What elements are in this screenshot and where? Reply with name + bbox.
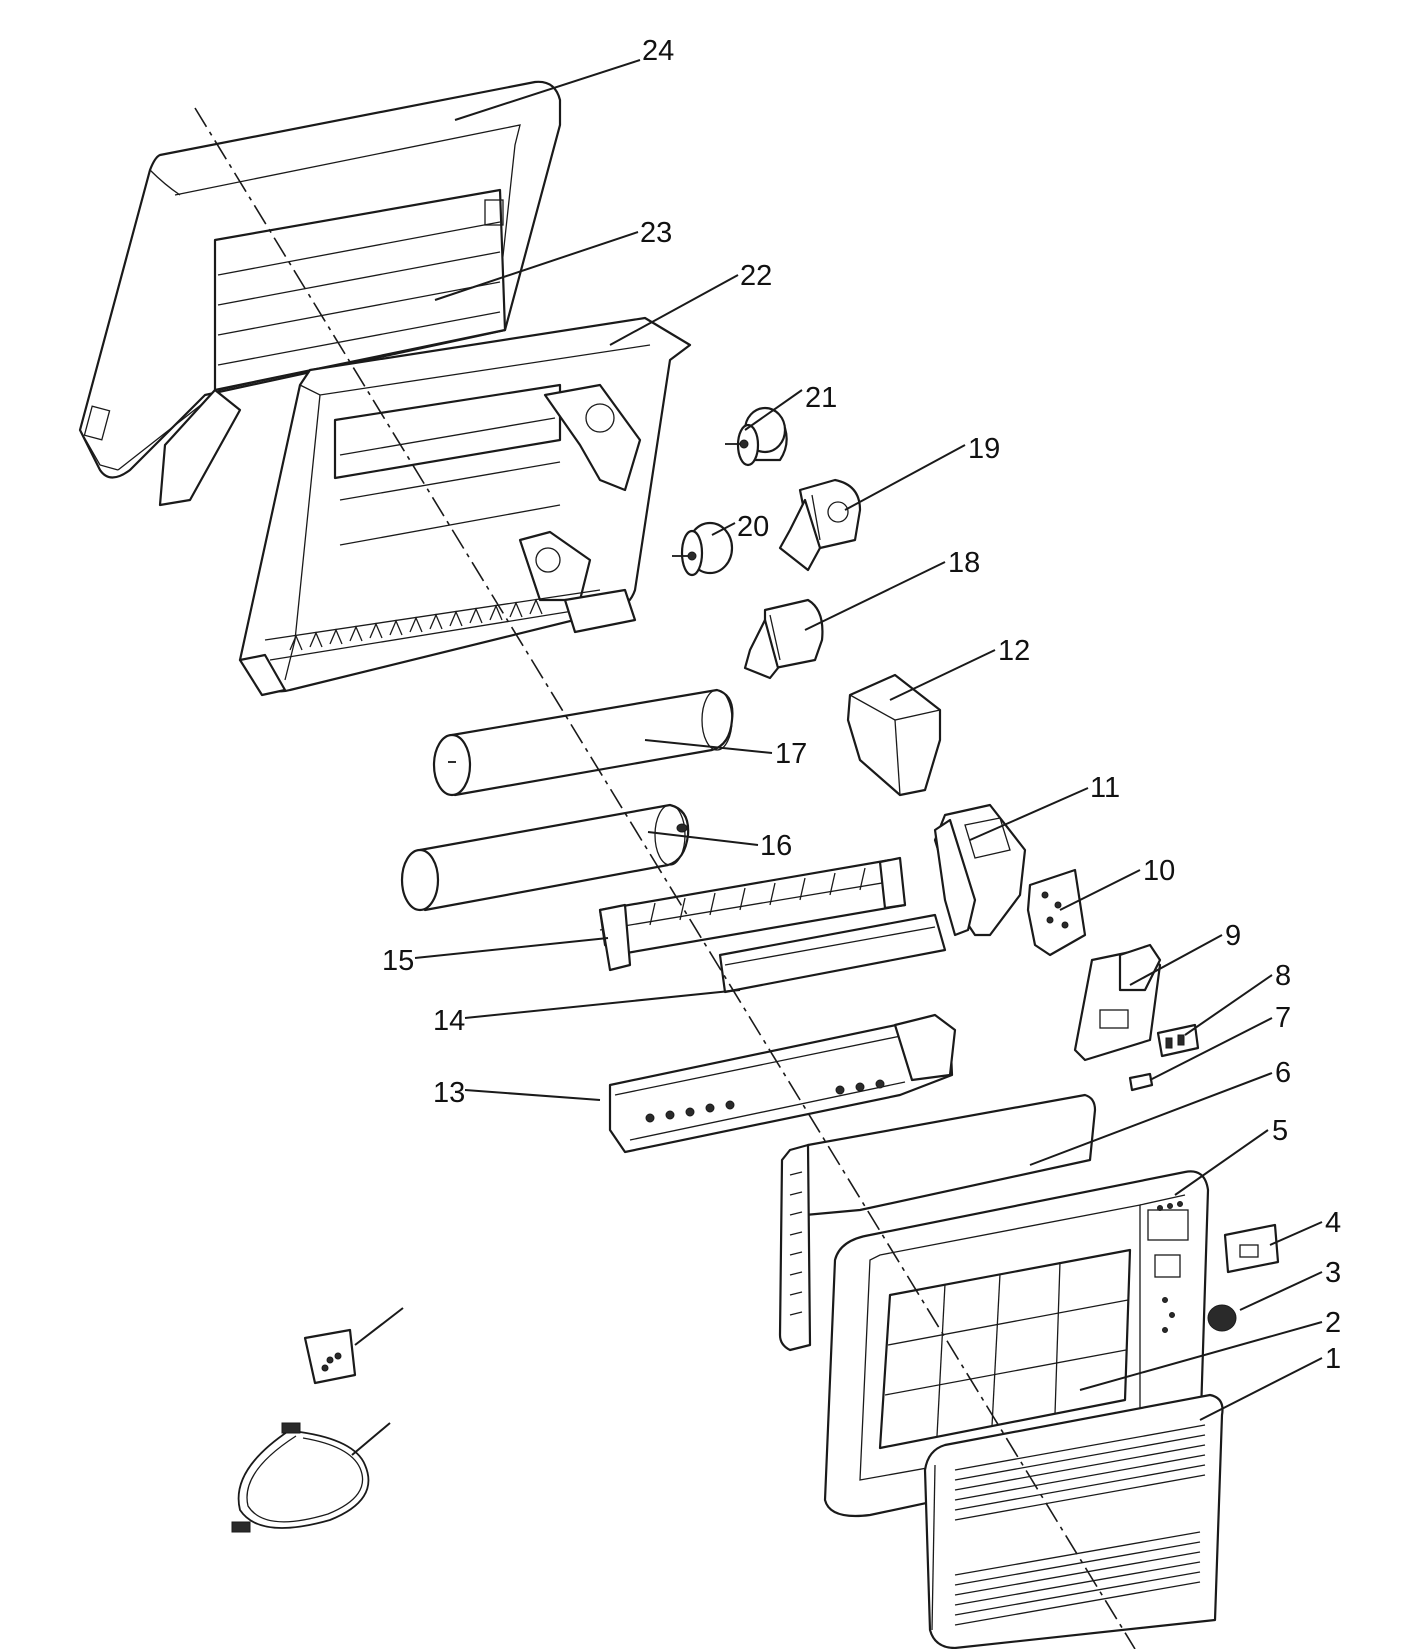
part-3-knob	[1207, 1304, 1237, 1332]
callout-6: 6	[1275, 1057, 1291, 1089]
part-16-fan-rotor	[400, 803, 690, 912]
callout-15: 15	[382, 945, 414, 977]
callout-22: 22	[740, 260, 772, 292]
callout-17: 17	[775, 738, 807, 770]
callout-20: 20	[737, 511, 769, 543]
accessory-bag	[303, 1328, 357, 1385]
part-21-motor	[725, 406, 788, 467]
callout-5: 5	[1272, 1115, 1288, 1147]
part-11-electric-box	[933, 803, 1027, 937]
callout-21: 21	[805, 382, 837, 414]
callout-11: 11	[1090, 772, 1120, 804]
part-15-louver-assembly	[598, 856, 907, 972]
callout-3: 3	[1325, 1257, 1341, 1289]
callout-16: 16	[760, 830, 792, 862]
part-12-box-cover	[846, 673, 942, 797]
callout-4: 4	[1325, 1207, 1341, 1239]
callout-numbers: 24 23 22 21 20 19 18 12 17 16 15 14 13 1…	[382, 35, 1341, 1375]
callout-13: 13	[433, 1077, 465, 1109]
part-2-air-filter	[878, 1248, 1132, 1450]
part-1-front-grille	[923, 1393, 1224, 1649]
callout-8: 8	[1275, 960, 1291, 992]
part-6-side-panel	[778, 1093, 1097, 1352]
part-7-clip	[1128, 1072, 1154, 1092]
part-4-display-label	[1223, 1223, 1280, 1274]
leader-lines	[351, 59, 1323, 1456]
callout-18: 18	[948, 547, 980, 579]
callout-10: 10	[1143, 855, 1175, 887]
callout-2: 2	[1325, 1307, 1341, 1339]
part-19-bracket	[778, 478, 862, 572]
drain-hose	[231, 1422, 370, 1533]
assembly-axis	[194, 107, 1136, 1649]
part-20-motor	[672, 521, 734, 577]
part-9-terminal-bracket	[1073, 943, 1162, 1062]
part-14-louver	[718, 913, 947, 994]
part-13-drain-pan	[608, 1013, 957, 1154]
callout-24: 24	[642, 35, 674, 67]
callout-12: 12	[998, 635, 1030, 667]
part-10-pcb	[1026, 868, 1087, 957]
part-23-evaporator	[158, 188, 507, 507]
part-22-chassis	[238, 316, 692, 697]
part-18-bracket	[743, 598, 824, 680]
part-17-fan-rotor	[432, 688, 734, 797]
callout-1: 1	[1325, 1343, 1341, 1375]
callout-9: 9	[1225, 920, 1241, 952]
callout-19: 19	[968, 433, 1000, 465]
callout-14: 14	[433, 1005, 465, 1037]
callout-23: 23	[640, 217, 672, 249]
callout-7: 7	[1275, 1002, 1291, 1034]
